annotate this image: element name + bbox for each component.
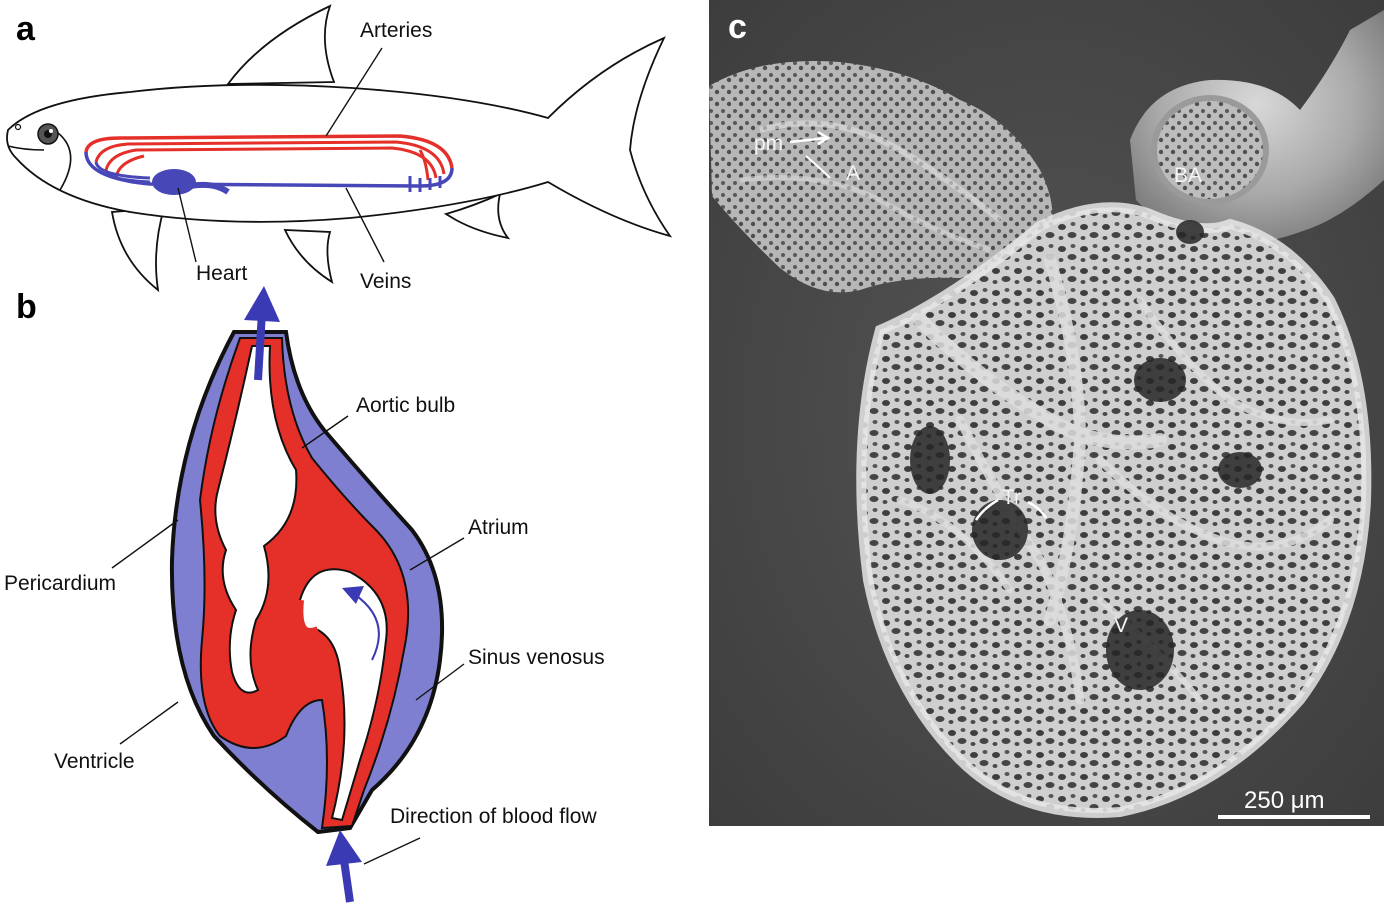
sem-atrium-tissue (709, 61, 1053, 293)
heart-lumen (214, 345, 298, 694)
vessel-veins (84, 151, 454, 192)
panel-b: b Aortic bulb Atrium Pericardium (4, 286, 605, 903)
outflow-arrow-icon (244, 286, 280, 381)
fish-nostril (14, 123, 22, 131)
label-ventricle: Ventricle (54, 750, 135, 773)
fish-gill-line (53, 129, 72, 191)
sem-pm-arrow-icon (789, 130, 831, 146)
sem-chambers (910, 220, 1262, 690)
fish-heart (152, 169, 230, 195)
leader-flow (363, 837, 421, 865)
inflow-arrow-icon (326, 830, 362, 903)
atrium-lumen (298, 568, 388, 822)
internal-flow-arrowhead-icon (342, 586, 364, 604)
panel-c-letter: c (728, 8, 747, 46)
panel-a-letter: a (16, 10, 36, 48)
leader-aortic-bulb (301, 415, 349, 449)
panel-c: pm A BA Tr V 250 μm c (709, 0, 1384, 826)
leader-heart (177, 187, 197, 263)
leader-sinus-venosus (415, 663, 465, 701)
fish-eye-icon (37, 123, 59, 145)
inner-septum (295, 599, 320, 636)
scale-bar-label: 250 μm (1244, 787, 1325, 814)
panel-b-letter: b (16, 288, 37, 326)
leader-veins (345, 187, 385, 263)
sem-label-ba: BA (1174, 164, 1202, 187)
sem-label-tr: Tr (1002, 486, 1021, 509)
leader-arteries (325, 47, 383, 137)
label-flow: Direction of blood flow (390, 805, 597, 828)
vessel-arteries (84, 134, 454, 181)
label-aortic-bulb: Aortic bulb (356, 394, 455, 417)
sem-tr-arrow-icon (974, 498, 1048, 521)
label-heart: Heart (196, 262, 248, 285)
fish-mouth (7, 145, 45, 151)
label-pericardium: Pericardium (4, 572, 116, 595)
panel-a: a (6, 4, 673, 293)
label-sinus-venosus: Sinus venosus (468, 646, 605, 669)
label-arteries: Arteries (360, 19, 432, 42)
leader-pericardium (111, 519, 179, 569)
leader-atrium (409, 537, 465, 571)
leader-ventricle (119, 701, 179, 745)
sem-label-v: V (1114, 614, 1128, 637)
label-veins: Veins (360, 270, 411, 293)
sem-label-a: A (846, 162, 860, 185)
sem-label-pm: pm (754, 132, 783, 155)
internal-flow-arrow (353, 593, 380, 661)
sem-ventricle-tissue (861, 207, 1367, 813)
label-atrium: Atrium (468, 516, 529, 539)
